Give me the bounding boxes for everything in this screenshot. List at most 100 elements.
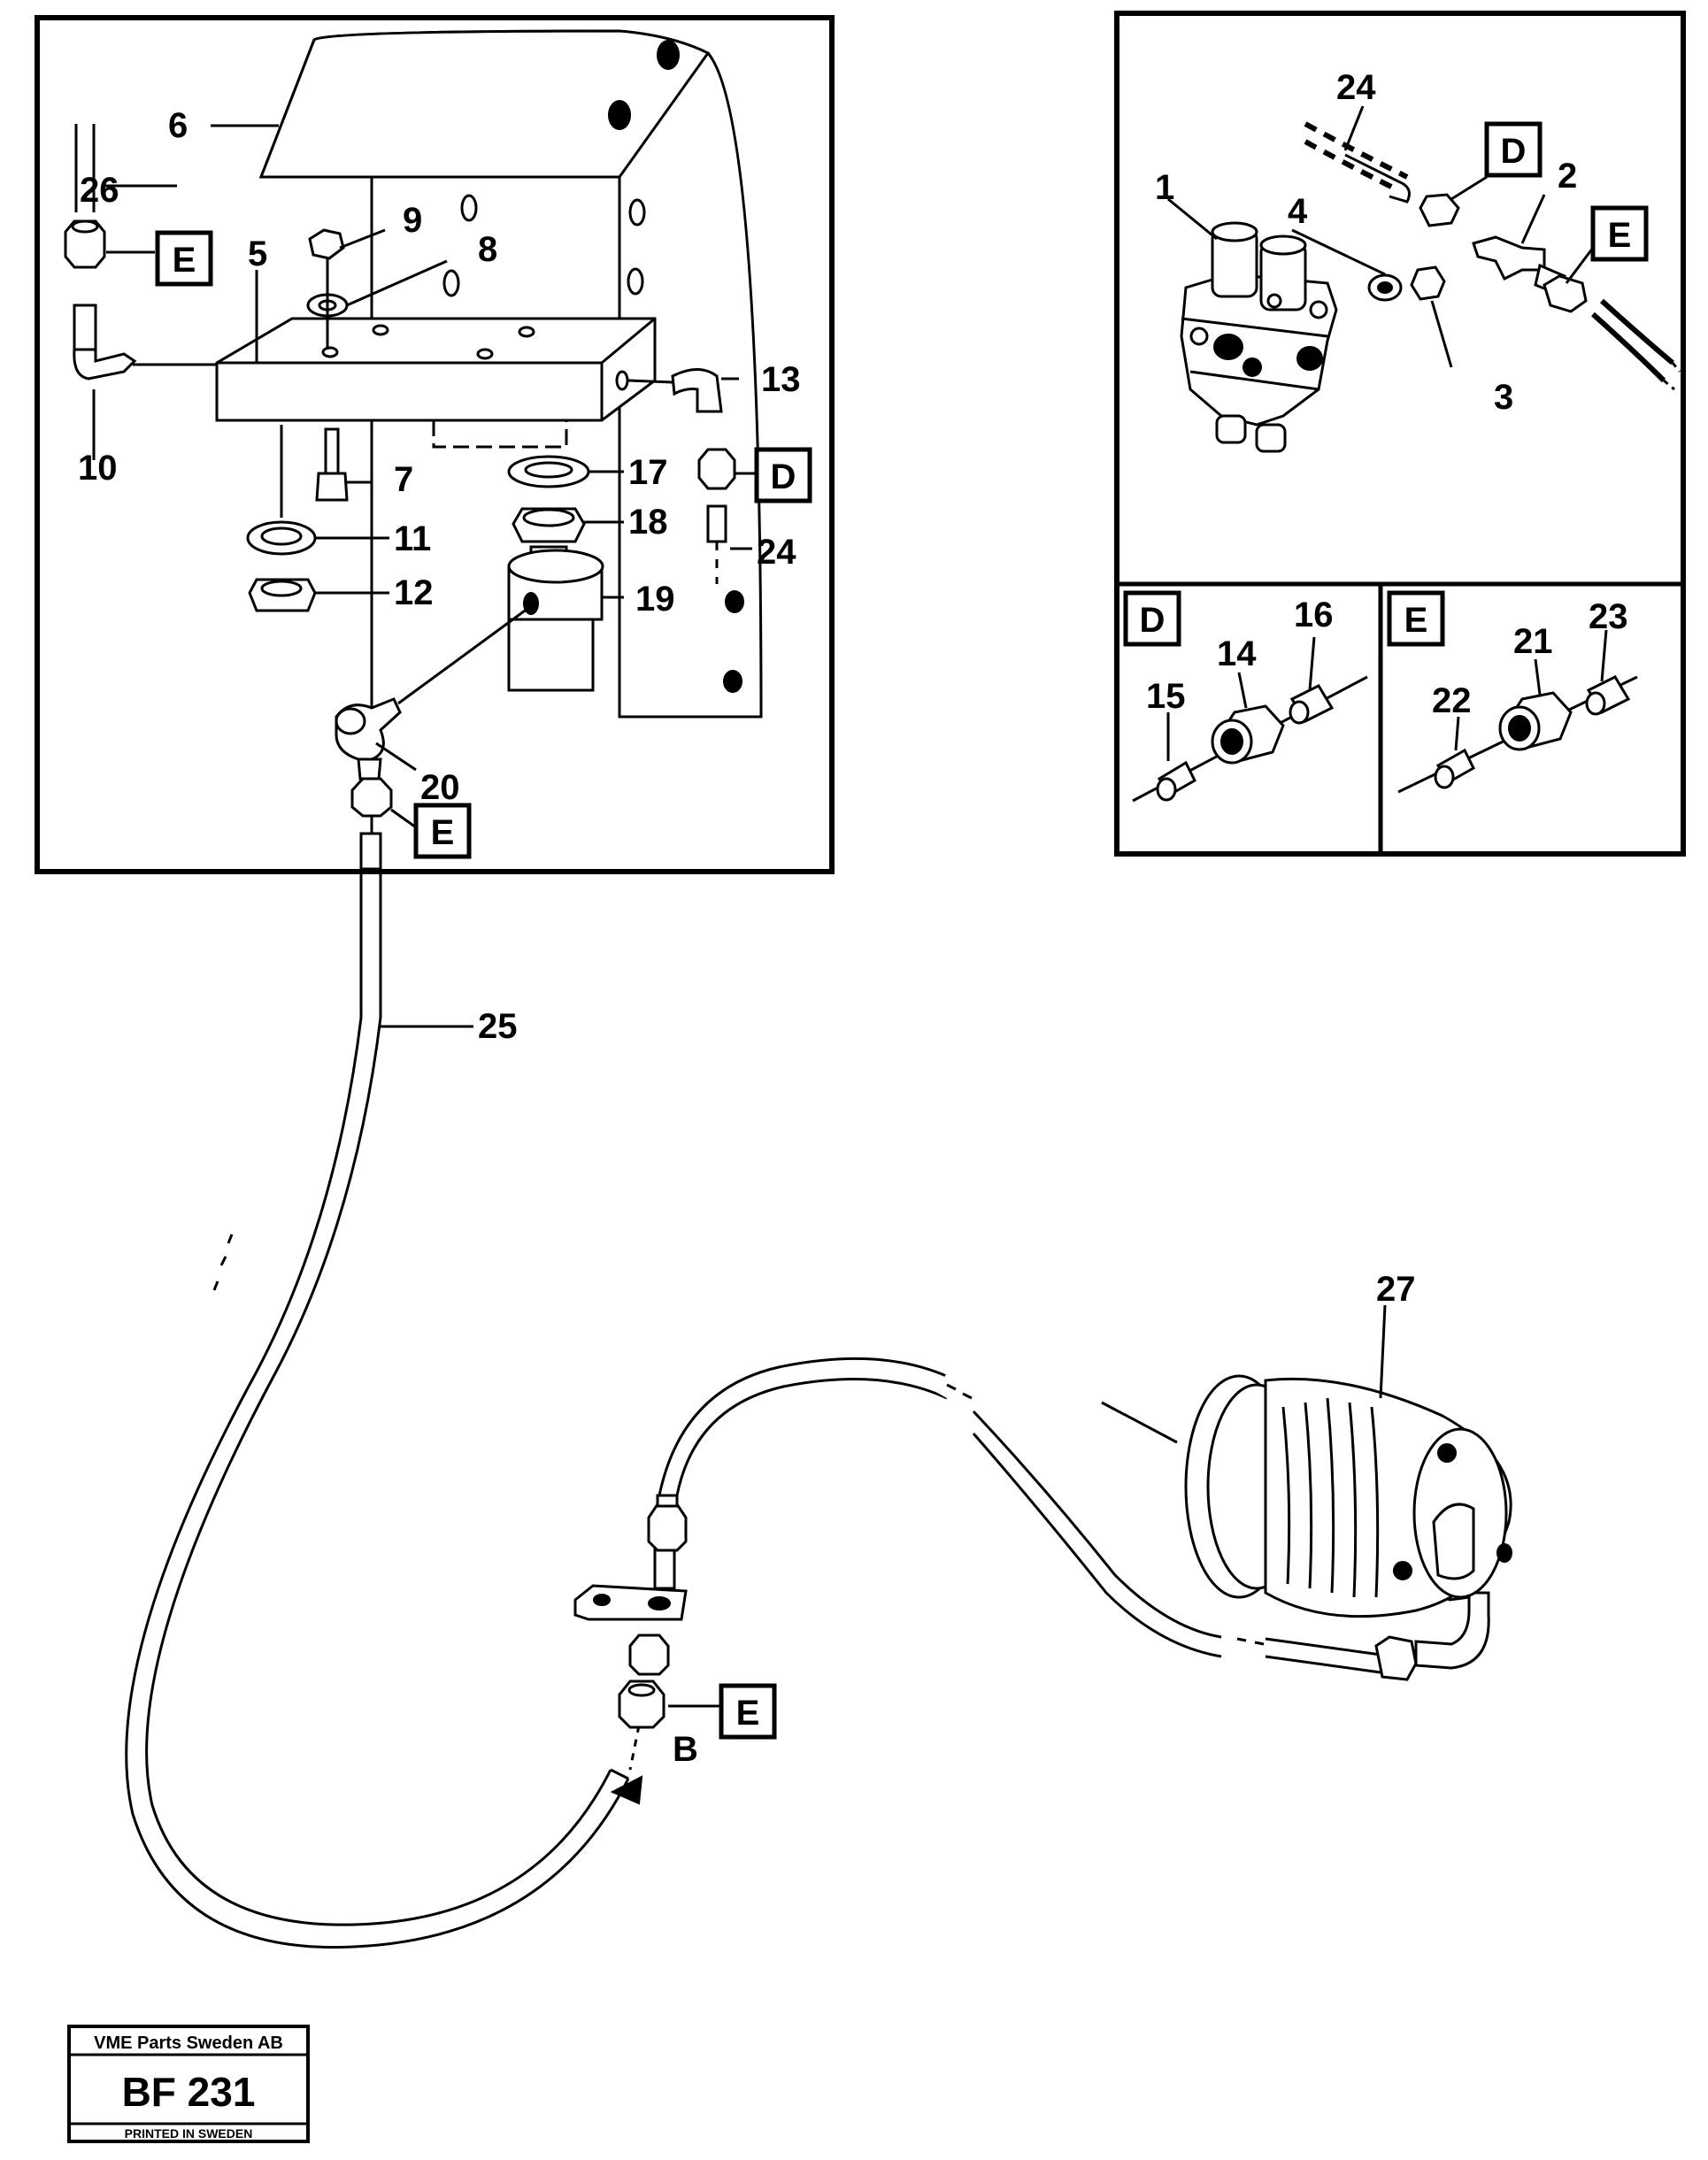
callout-1: 1 (1155, 168, 1174, 207)
bracket-hole (593, 1594, 611, 1606)
elbow-body (335, 707, 366, 735)
valve-bolt (1309, 300, 1328, 319)
pipe-end (1344, 153, 1411, 204)
hose-break-dash (946, 1383, 973, 1400)
callout-10: 10 (78, 449, 118, 488)
callout-leader (1600, 629, 1608, 682)
union-nut-bore (1508, 715, 1531, 742)
callout-leader (1167, 197, 1218, 241)
detail-ref-e: E (1608, 216, 1632, 255)
callout-21: 21 (1513, 622, 1553, 661)
callout-leader (1237, 672, 1248, 709)
chamber-port (1432, 1503, 1475, 1580)
bracket-hole (648, 1596, 671, 1610)
valve-block-edges (217, 317, 656, 420)
nut (1410, 265, 1446, 301)
hose (972, 1433, 1222, 1658)
brake-hose-assembly: 25 B (125, 872, 1512, 1949)
valve-detail-panel: D E 1 24 4 2 3 D 15 14 16 E (1114, 11, 1686, 857)
callout-4: 4 (1288, 192, 1308, 231)
nut (308, 228, 345, 260)
valve-port (1213, 334, 1243, 360)
olive-end (1434, 765, 1455, 789)
valve-cylinder-top (1211, 221, 1258, 242)
detail-title-e: E (1404, 601, 1428, 640)
callout-leader (1430, 300, 1453, 368)
pipe (1590, 311, 1666, 383)
block-port (615, 370, 629, 391)
callout-7: 7 (394, 460, 413, 499)
hose (145, 872, 612, 1926)
elbow-fitting (73, 348, 137, 380)
valve-body (507, 565, 604, 692)
hose (658, 1357, 957, 1496)
valve-port (1296, 346, 1323, 371)
block-hole (372, 324, 389, 336)
callout-leader (339, 228, 386, 250)
nut-top (627, 1683, 656, 1697)
fitting-leader (627, 379, 673, 384)
callout-13: 13 (761, 360, 801, 399)
valve-outlet (1255, 423, 1287, 453)
arrow-label-b: B (673, 1730, 698, 1769)
callout-2: 2 (1558, 157, 1577, 196)
callout-leader (1379, 1304, 1387, 1399)
callout-19: 19 (635, 580, 675, 619)
detail-ref-box-d (1484, 121, 1543, 178)
plate-hole (725, 590, 744, 613)
hose-end (610, 1768, 629, 1780)
brake-valve (1180, 221, 1338, 453)
cover-hole (657, 40, 680, 70)
callout-20: 20 (420, 768, 460, 807)
callout-14: 14 (1217, 634, 1257, 673)
callout-8: 8 (478, 230, 497, 269)
detail-ref-d: D (771, 457, 796, 496)
chamber-bolt (1496, 1543, 1512, 1563)
valve-bolt (1189, 327, 1209, 346)
nut (1374, 1635, 1418, 1681)
callout-18: 18 (628, 503, 668, 542)
callout-leader (1291, 228, 1386, 276)
fitting-thread (73, 304, 97, 351)
valve-bolt (1266, 293, 1282, 309)
elbow-thread (357, 757, 382, 780)
nut (697, 448, 736, 490)
pipe (74, 124, 96, 212)
callout-15: 15 (1146, 677, 1186, 716)
pipe (1304, 139, 1400, 193)
pipe (1265, 1637, 1381, 1674)
plate-hole (723, 670, 742, 693)
nut (1543, 274, 1588, 313)
callout-16: 16 (1294, 596, 1334, 634)
union-nut-bore (1220, 728, 1243, 755)
hose (675, 1378, 948, 1496)
callout-11: 11 (394, 519, 431, 558)
bolt-shank (324, 427, 340, 475)
drawing-stamp: VME Parts Sweden AB BF 231 PRINTED IN SW… (67, 2025, 310, 2143)
pipe-stub (359, 832, 382, 871)
plate-hole (628, 198, 646, 227)
stamp-company: VME Parts Sweden AB (94, 2033, 283, 2053)
plate-hole (627, 267, 644, 296)
olive-end (1156, 777, 1177, 802)
chamber-ribs (1281, 1397, 1380, 1598)
pipe-stub (706, 504, 727, 543)
callout-6: 6 (168, 106, 188, 145)
stamp-code: BF 231 (122, 2069, 256, 2115)
valve-outlet (1215, 414, 1247, 444)
callout-leader (375, 742, 417, 772)
detail-ref-d: D (1501, 132, 1527, 171)
callout-22: 22 (1432, 681, 1472, 720)
direction-arrow (610, 1775, 643, 1805)
detail-ref-e: E (173, 241, 196, 280)
block-underside (432, 420, 568, 449)
callout-leader (1343, 105, 1365, 151)
block-hole (321, 346, 339, 358)
valve-panel-frame (1114, 11, 1686, 857)
callout-5: 5 (248, 234, 267, 273)
pipe-break (1663, 362, 1681, 391)
nut-top (522, 508, 575, 527)
push-rod (1101, 1401, 1178, 1444)
block-hole (476, 348, 494, 360)
nut (628, 1633, 670, 1676)
